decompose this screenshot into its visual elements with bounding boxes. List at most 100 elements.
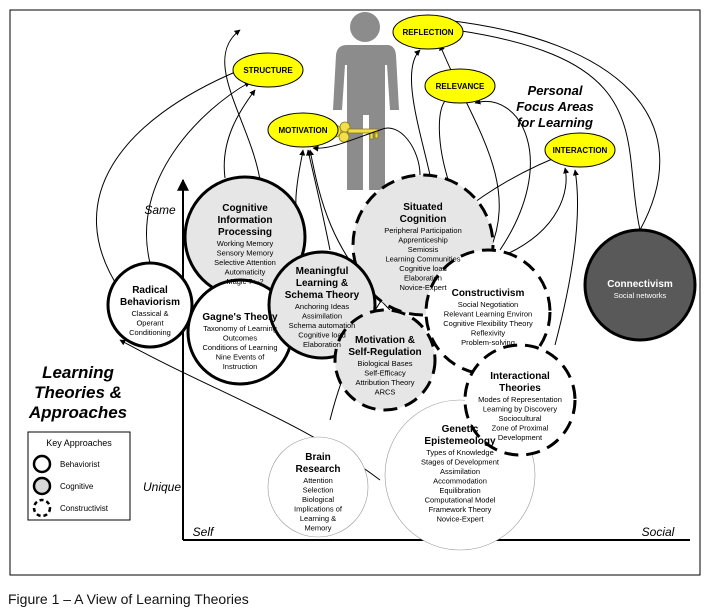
axis-unique: Unique bbox=[143, 480, 181, 494]
theory-title: Connectivism bbox=[607, 279, 673, 290]
learning-theories-diagram: STRUCTURE REFLECTION MOTIVATION RELEVANCE IN… bbox=[9, 9, 701, 576]
legend-cognitive-swatch bbox=[32, 476, 52, 496]
theory-item: Attention bbox=[303, 476, 333, 485]
connector-curve bbox=[474, 98, 531, 251]
axis-social: Social bbox=[642, 525, 675, 539]
axis-same: Same bbox=[144, 203, 176, 217]
theory-title: Interactional bbox=[490, 371, 550, 382]
connector-curve bbox=[454, 27, 641, 231]
connector-curve bbox=[410, 49, 431, 176]
focus-title-1: Personal bbox=[528, 83, 583, 98]
main-title-2: Theories & bbox=[34, 383, 122, 402]
theory-title: Processing bbox=[218, 227, 272, 238]
theory-item: Cognitive load bbox=[298, 331, 346, 340]
theory-circle-connectivism bbox=[583, 228, 697, 342]
theory-item: Conditions of Learning bbox=[202, 343, 277, 352]
theory-item: Taxonomy of Learning bbox=[203, 324, 277, 333]
legend-behaviorist: Behaviorist bbox=[60, 460, 100, 469]
focus-area-label: RELEVANCE bbox=[436, 82, 485, 91]
figure-caption: Figure 1 – A View of Learning Theories bbox=[8, 591, 249, 607]
focus-areas: STRUCTURE REFLECTION MOTIVATION RELEVANCE IN… bbox=[232, 14, 616, 168]
theory-title: Behaviorism bbox=[120, 297, 180, 308]
theory-item: Reflexivity bbox=[471, 329, 505, 338]
theory-title: Situated bbox=[403, 202, 442, 213]
theory-item: Automaticity bbox=[225, 268, 266, 277]
focus-area-reflection: REFLECTION bbox=[392, 14, 464, 50]
theory-item: Framework Theory bbox=[429, 505, 492, 514]
theory-item: Implications of bbox=[294, 505, 343, 514]
theory-title: Motivation & bbox=[355, 335, 415, 346]
theory-item: Stages of Development bbox=[421, 458, 500, 467]
theory-title: Radical bbox=[132, 285, 168, 296]
theory-item: Biological Bases bbox=[357, 359, 412, 368]
theory-item: Novice-Expert bbox=[436, 515, 484, 524]
theory-item: Selective Attention bbox=[214, 258, 276, 267]
theory-item: Peripheral Participation bbox=[384, 226, 462, 235]
theory-item: Learning & bbox=[300, 514, 336, 523]
theory-item: Self-Efficacy bbox=[364, 369, 406, 378]
main-title-3: Approaches bbox=[28, 403, 127, 422]
theory-circle-motivation bbox=[333, 308, 437, 412]
theory-item: Equilibration bbox=[439, 486, 480, 495]
theory-item: Selection bbox=[303, 486, 334, 495]
theory-item: Sensory Memory bbox=[217, 249, 274, 258]
theory-item: Outcomes bbox=[223, 334, 257, 343]
theory-item: Accommodation bbox=[433, 477, 487, 486]
theory-item: Relevant Learning Environ bbox=[444, 310, 532, 319]
theory-item: Attribution Theory bbox=[355, 378, 414, 387]
connector-curve bbox=[444, 17, 661, 231]
focus-area-label: INTERACTION bbox=[553, 146, 608, 155]
theory-item: Magic 7+-2 bbox=[226, 277, 263, 286]
theory-brain: BrainResearchAttentionSelectionBiologica… bbox=[294, 452, 343, 533]
focus-area-label: STRUCTURE bbox=[243, 66, 293, 75]
legend-behaviorist-swatch bbox=[32, 454, 52, 474]
theory-item: Semiosis bbox=[408, 245, 439, 254]
theory-item: Conditioning bbox=[129, 328, 171, 337]
legend: Key Approaches Behaviorist Cognitive Con… bbox=[27, 431, 131, 521]
focus-area-relevance: RELEVANCE bbox=[424, 68, 496, 104]
theory-circle-radical bbox=[106, 261, 194, 349]
theory-item: Elaboration bbox=[303, 340, 341, 349]
theory-item: Biological bbox=[302, 495, 334, 504]
focus-area-label: REFLECTION bbox=[402, 28, 453, 37]
theory-title: Gagne's Theory bbox=[202, 312, 278, 323]
theory-item: Working Memory bbox=[217, 239, 274, 248]
theory-item: Operant bbox=[136, 319, 164, 328]
theory-item: Zone of Proximal bbox=[492, 424, 549, 433]
legend-constructivist: Constructivist bbox=[60, 504, 109, 513]
theory-title: Cognitive bbox=[222, 203, 268, 214]
focus-title-3: for Learning bbox=[517, 115, 593, 130]
theory-item: Modes of Representation bbox=[478, 395, 562, 404]
focus-area-motivation: MOTIVATION bbox=[267, 112, 339, 148]
theory-title: Information bbox=[218, 215, 273, 226]
theory-title: Research bbox=[295, 464, 340, 475]
connector-curve bbox=[146, 81, 251, 264]
theory-title: Brain bbox=[305, 452, 331, 463]
theory-item: Development bbox=[498, 433, 543, 442]
theory-title: Theories bbox=[499, 383, 541, 394]
theory-circles bbox=[106, 173, 697, 551]
theory-circle-interactional bbox=[463, 343, 577, 457]
theory-item: Problem-solving bbox=[461, 338, 515, 347]
focus-title-2: Focus Areas bbox=[516, 99, 594, 114]
theory-item: Social networks bbox=[614, 291, 667, 300]
connector-curve bbox=[223, 89, 256, 179]
theory-item: Classical & bbox=[131, 309, 168, 318]
theory-item: Assimilation bbox=[302, 312, 342, 321]
theory-title: Learning & bbox=[296, 278, 348, 289]
theory-title: Epistemeology bbox=[424, 436, 496, 447]
theory-item: Assimilation bbox=[440, 467, 480, 476]
theory-item: Social Negotiation bbox=[458, 300, 518, 309]
person-icon bbox=[333, 12, 399, 190]
theory-item: Novice-Expert bbox=[399, 283, 447, 292]
